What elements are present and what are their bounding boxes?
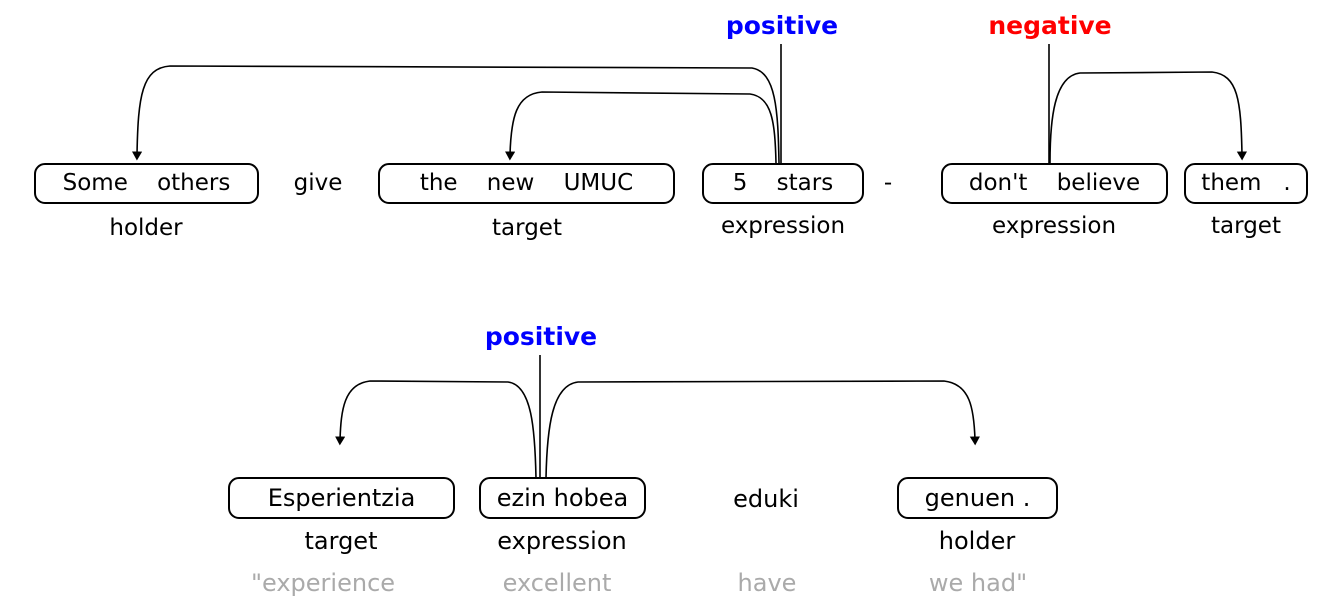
node-expression-5-stars[interactable]: 5 stars [702,163,864,204]
arc-expression-to-holder-1 [131,65,780,164]
gloss-excellent: excellent [502,569,612,597]
arc-expression-to-target-2 [1049,71,1248,164]
polarity-label-positive-2[interactable]: positive [484,322,598,351]
role-label-expression-1: expression [720,213,846,239]
word-eduki: eduki [733,485,799,513]
word-dash-separator: - [883,170,893,196]
role-label-target-1: target [492,215,562,241]
role-label-target-2: target [1211,213,1281,239]
node-target-the-new-umuc[interactable]: the new UMUC [378,163,675,204]
polarity-label-negative-1[interactable]: negative [988,11,1112,40]
arc-expression-to-holder-2 [545,380,981,479]
node-expression-dont-believe[interactable]: don't believe [941,163,1168,204]
gloss-we-had: we had" [928,569,1028,597]
node-expression-ezin-hobea[interactable]: ezin hobea [479,477,646,519]
role-label-expression-2: expression [991,213,1117,239]
node-holder-genuen[interactable]: genuen . [897,477,1058,519]
role-label-holder-1: holder [109,215,183,241]
gloss-experience: "experience [250,569,396,597]
arc-expression-to-target-1 [504,91,777,164]
role-label-target-3: target [304,527,378,555]
word-give: give [293,170,343,196]
node-target-them[interactable]: them . [1184,163,1308,204]
node-holder-some-others[interactable]: Some others [34,163,259,204]
arc-expression-to-target-3 [335,380,537,479]
role-label-holder-2: holder [938,527,1016,555]
node-target-esperientzia[interactable]: Esperientzia [228,477,455,519]
polarity-label-positive-1[interactable]: positive [725,11,839,40]
role-label-expression-3: expression [497,527,627,555]
gloss-have: have [737,569,797,597]
